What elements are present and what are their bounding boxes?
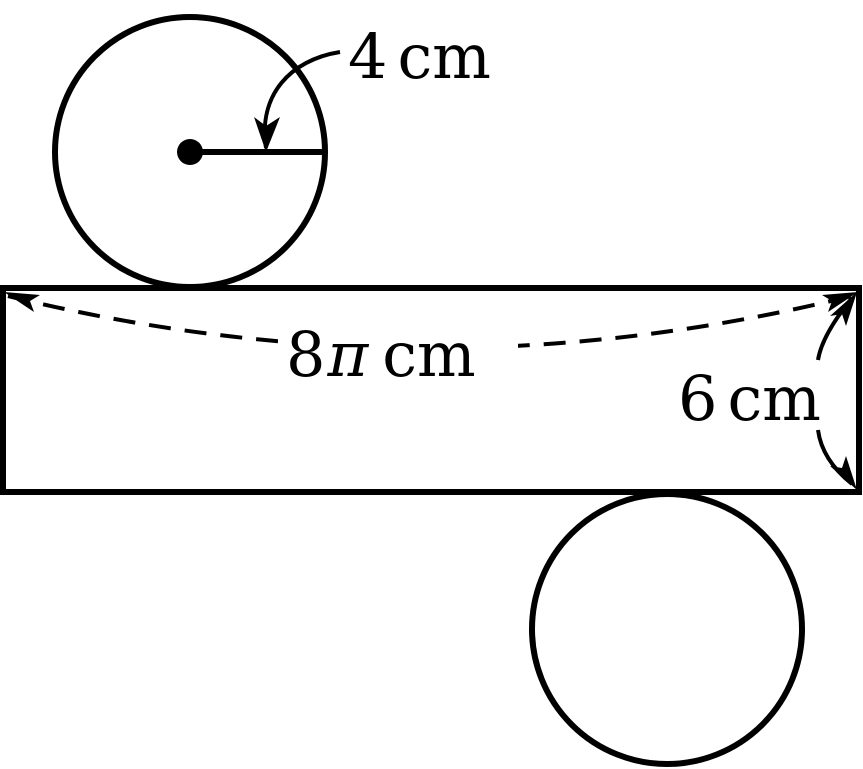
height-arrowhead-bottom bbox=[830, 456, 857, 490]
height-arrowhead-top bbox=[830, 292, 857, 326]
bottom-circle bbox=[529, 491, 805, 767]
radius-arrowhead bbox=[254, 117, 280, 152]
length-arrowhead-right bbox=[822, 292, 858, 312]
radius-leader-arrow bbox=[262, 50, 341, 149]
lateral-rectangle bbox=[0, 285, 862, 495]
length-label-backing bbox=[278, 312, 518, 382]
length-arrowhead-left bbox=[4, 292, 40, 312]
length-dashed-arc bbox=[7, 294, 853, 350]
